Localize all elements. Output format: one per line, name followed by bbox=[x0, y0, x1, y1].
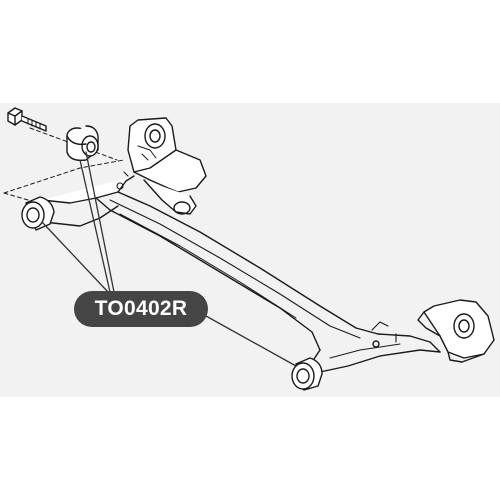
right-bushing-eye bbox=[291, 357, 323, 391]
part-number-badge: TO0402R bbox=[74, 291, 208, 327]
bushing bbox=[66, 125, 99, 162]
rear-axle-beam bbox=[41, 175, 441, 373]
leader-lines bbox=[41, 151, 297, 367]
right-mount-bracket bbox=[371, 299, 495, 363]
left-mount-bracket bbox=[127, 117, 207, 215]
beam-fasteners bbox=[116, 171, 129, 190]
left-bushing-eye bbox=[21, 196, 55, 231]
bolt bbox=[7, 107, 47, 132]
